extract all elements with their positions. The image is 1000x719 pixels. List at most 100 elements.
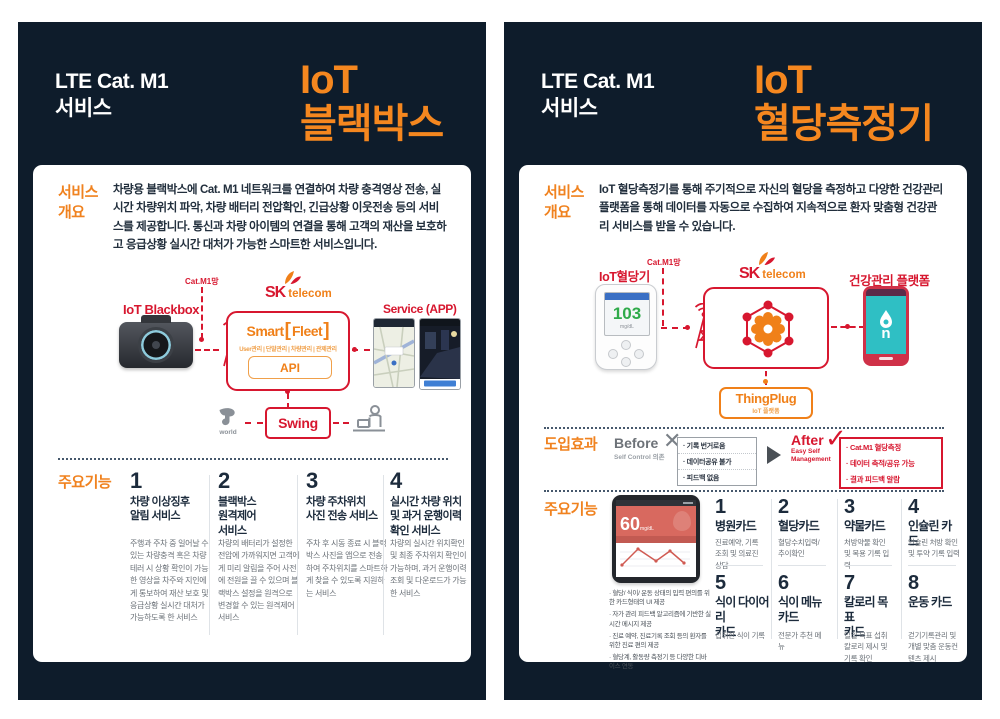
fleet-menu-text: User관리 | 단말관리 | 차량관리 | 관제관리 — [239, 347, 337, 353]
column-divider — [383, 475, 384, 635]
glucose-app-phone: 60mg/dL — [612, 495, 700, 583]
telecom-logo-text: telecom — [288, 288, 332, 300]
feature-desc: 섭취한 식이 기록 — [715, 631, 765, 640]
feature-number: 7 — [844, 572, 856, 594]
row-divider — [778, 565, 826, 566]
tworld-text: world — [219, 429, 237, 436]
feature-number: 1 — [715, 496, 727, 518]
column-divider — [297, 475, 298, 635]
map-screenshot — [374, 319, 414, 387]
feature-title: 차량 이상징후 알림 서비스 — [130, 496, 190, 523]
before-item: · 피드백 없음 — [678, 469, 756, 485]
bullet-item: · 혈당계, 활동량 측정기 등 다양한 디바이스 연동 — [609, 654, 707, 671]
column-divider — [837, 499, 838, 639]
overview-text: IoT 혈당측정기를 통해 주기적으로 자신의 혈당을 측정하고 다양한 건강관… — [599, 184, 943, 233]
api-box: API — [248, 356, 332, 379]
health-platform-label: 건강관리 플랫폼 — [849, 274, 930, 288]
catm1-network-label: Cat.M1망 — [647, 258, 681, 267]
after-item: · 결과 피드백 알람 — [846, 474, 900, 484]
camera-lens-icon — [138, 327, 174, 363]
feature-desc: 주차 후 시동 종료 시 블랙박스 사진을 앱으로 전송하여 주차위치를 스마트… — [306, 539, 388, 598]
column-divider — [901, 499, 902, 639]
features-label: 주요기능 — [544, 501, 598, 518]
bullet-item: · 자가 관리 피드백 알고리즘에 기반한 실시간 메시지 제공 — [609, 611, 711, 628]
feature-number: 1 — [130, 468, 143, 493]
feature-number: 4 — [390, 468, 403, 493]
droplet-icon — [880, 310, 892, 329]
feature-item: 8 운동 카드 걷기기록관리 및 개별 맞춤 운동컨텐츠 제시 — [908, 572, 960, 663]
section-divider — [544, 490, 944, 492]
smart-fleet-platform-box: Smart [ Fleet ] User관리 | 단말관리 | 차량관리 | 관… — [226, 311, 350, 391]
section-divider — [58, 458, 448, 460]
effect-label: 도입효과 — [544, 436, 598, 453]
sk-telecom-logo: SK telecom — [265, 271, 332, 302]
meter-button-left — [608, 349, 618, 359]
dashed-connector — [662, 268, 664, 326]
meter-status-bar — [605, 293, 649, 300]
dashed-connector — [201, 287, 203, 339]
app-bullet-list: · 혈당/ 식이/ 운동 상태의 입력 편의를 위한 카드형태의 UI 제공 ·… — [609, 589, 711, 674]
smart-fleet-logo: Smart [ Fleet ] — [228, 321, 348, 340]
arrow-icon — [767, 446, 781, 464]
feature-item: 4 인슐린 카드 인슐린 처방 확인 및 투약 기록 입력 — [908, 497, 960, 558]
dashed-connector — [245, 422, 263, 424]
row-divider — [715, 565, 763, 566]
thingplug-box: ThingPlug IoT 플랫폼 — [719, 387, 813, 419]
meter-button-right — [634, 349, 644, 359]
glucose-card: 60mg/dL — [616, 506, 696, 543]
feature-item: 3 차량 주차위치 사진 전송 서비스 주차 후 시동 종료 시 블랙박스 사진… — [306, 468, 388, 598]
poster-glucose: LTE Cat. M1 서비스 IoT 혈당측정기 서비스 개요 IoT 혈당측… — [504, 22, 982, 700]
brand-text: LTE Cat. M1 서비스 — [55, 70, 169, 121]
feature-title: 식이 메뉴 카드 — [778, 595, 822, 624]
feature-desc: 인슐린 처방 확인 및 투약 기록 입력 — [908, 538, 960, 559]
dashed-connector — [661, 327, 689, 329]
before-label: Before — [614, 435, 659, 451]
dashed-connector — [765, 371, 767, 385]
blackbox-label: IoT Blackbox — [123, 302, 200, 317]
glucose-trend-chart — [620, 547, 690, 567]
poster-title: IoT 블랙박스 — [300, 58, 444, 146]
service-app-label: Service (APP) — [383, 302, 457, 316]
meter-screen: 103 mg/dL — [604, 292, 650, 336]
feature-desc: 차량의 실시간 위치확인 및 최종 주차위치 확인이 가능하며, 과거 운행이력… — [390, 539, 467, 598]
sk-logo-text: SK — [265, 284, 286, 301]
before-item: · 데이터공유 불가 — [678, 453, 756, 469]
night-photo-screenshot — [420, 319, 460, 389]
feature-title: 블랙박스 원격제어 서비스 — [218, 496, 257, 537]
after-item: · Cat.M1 혈당측정 — [846, 442, 901, 452]
tworld-t-icon — [219, 408, 235, 426]
catm1-network-label: Cat.M1망 — [185, 277, 219, 286]
feature-number: 2 — [778, 496, 790, 518]
feature-title: 칼로리 목표 카드 — [844, 595, 888, 639]
feature-number: 5 — [715, 572, 727, 594]
health-platform-phone: n — [863, 286, 909, 366]
glucose-unit: mg/dL — [640, 526, 654, 532]
dashed-connector — [352, 349, 370, 351]
blackbox-device — [119, 315, 193, 368]
photo-app-phone — [419, 318, 461, 390]
feature-number: 3 — [306, 468, 319, 493]
feature-item: 5 식이 다이어리 카드 섭취한 식이 기록 — [715, 573, 771, 640]
swing-box: Swing — [265, 407, 331, 439]
feature-number: 8 — [908, 572, 920, 594]
connector-dot — [199, 337, 204, 342]
feature-item: 7 칼로리 목표 카드 일일 목표 섭취 칼로리 제시 및 기록 확인 — [844, 572, 894, 663]
poster-blackbox: LTE Cat. M1 서비스 IoT 블랙박스 서비스 개요 차량용 블랙박스… — [18, 22, 486, 700]
connector-dot — [845, 324, 850, 329]
glucose-value: 60mg/dL — [620, 515, 654, 533]
meter-button-up — [621, 340, 631, 350]
feature-number: 2 — [218, 468, 231, 493]
row-divider — [844, 565, 892, 566]
feature-title: 식이 다이어리 카드 — [715, 595, 770, 639]
before-sub: Self Control 의존 — [614, 454, 665, 461]
feature-item: 6 식이 메뉴 카드 전문가 추천 메뉴 — [778, 573, 826, 651]
feature-desc: 주행과 주차 중 일어날 수 있는 차량충격 혹은 차량테러 시 상황 확인이 … — [130, 539, 209, 623]
bullet-item: · 혈당/ 식이/ 운동 상태의 입력 편의를 위한 카드형태의 UI 제공 — [609, 590, 710, 607]
dashed-connector — [287, 393, 289, 409]
bullet-item: · 진료 예약, 진료기록 조회 등의 환자를 위한 진료 편의 제공 — [609, 632, 707, 650]
droplet-icon — [673, 511, 691, 531]
section-divider — [544, 427, 944, 429]
hex-network-icon — [742, 300, 794, 358]
feature-desc: 혈당수치입력/ 추이확인 — [778, 538, 820, 559]
connector-dot — [352, 347, 357, 352]
